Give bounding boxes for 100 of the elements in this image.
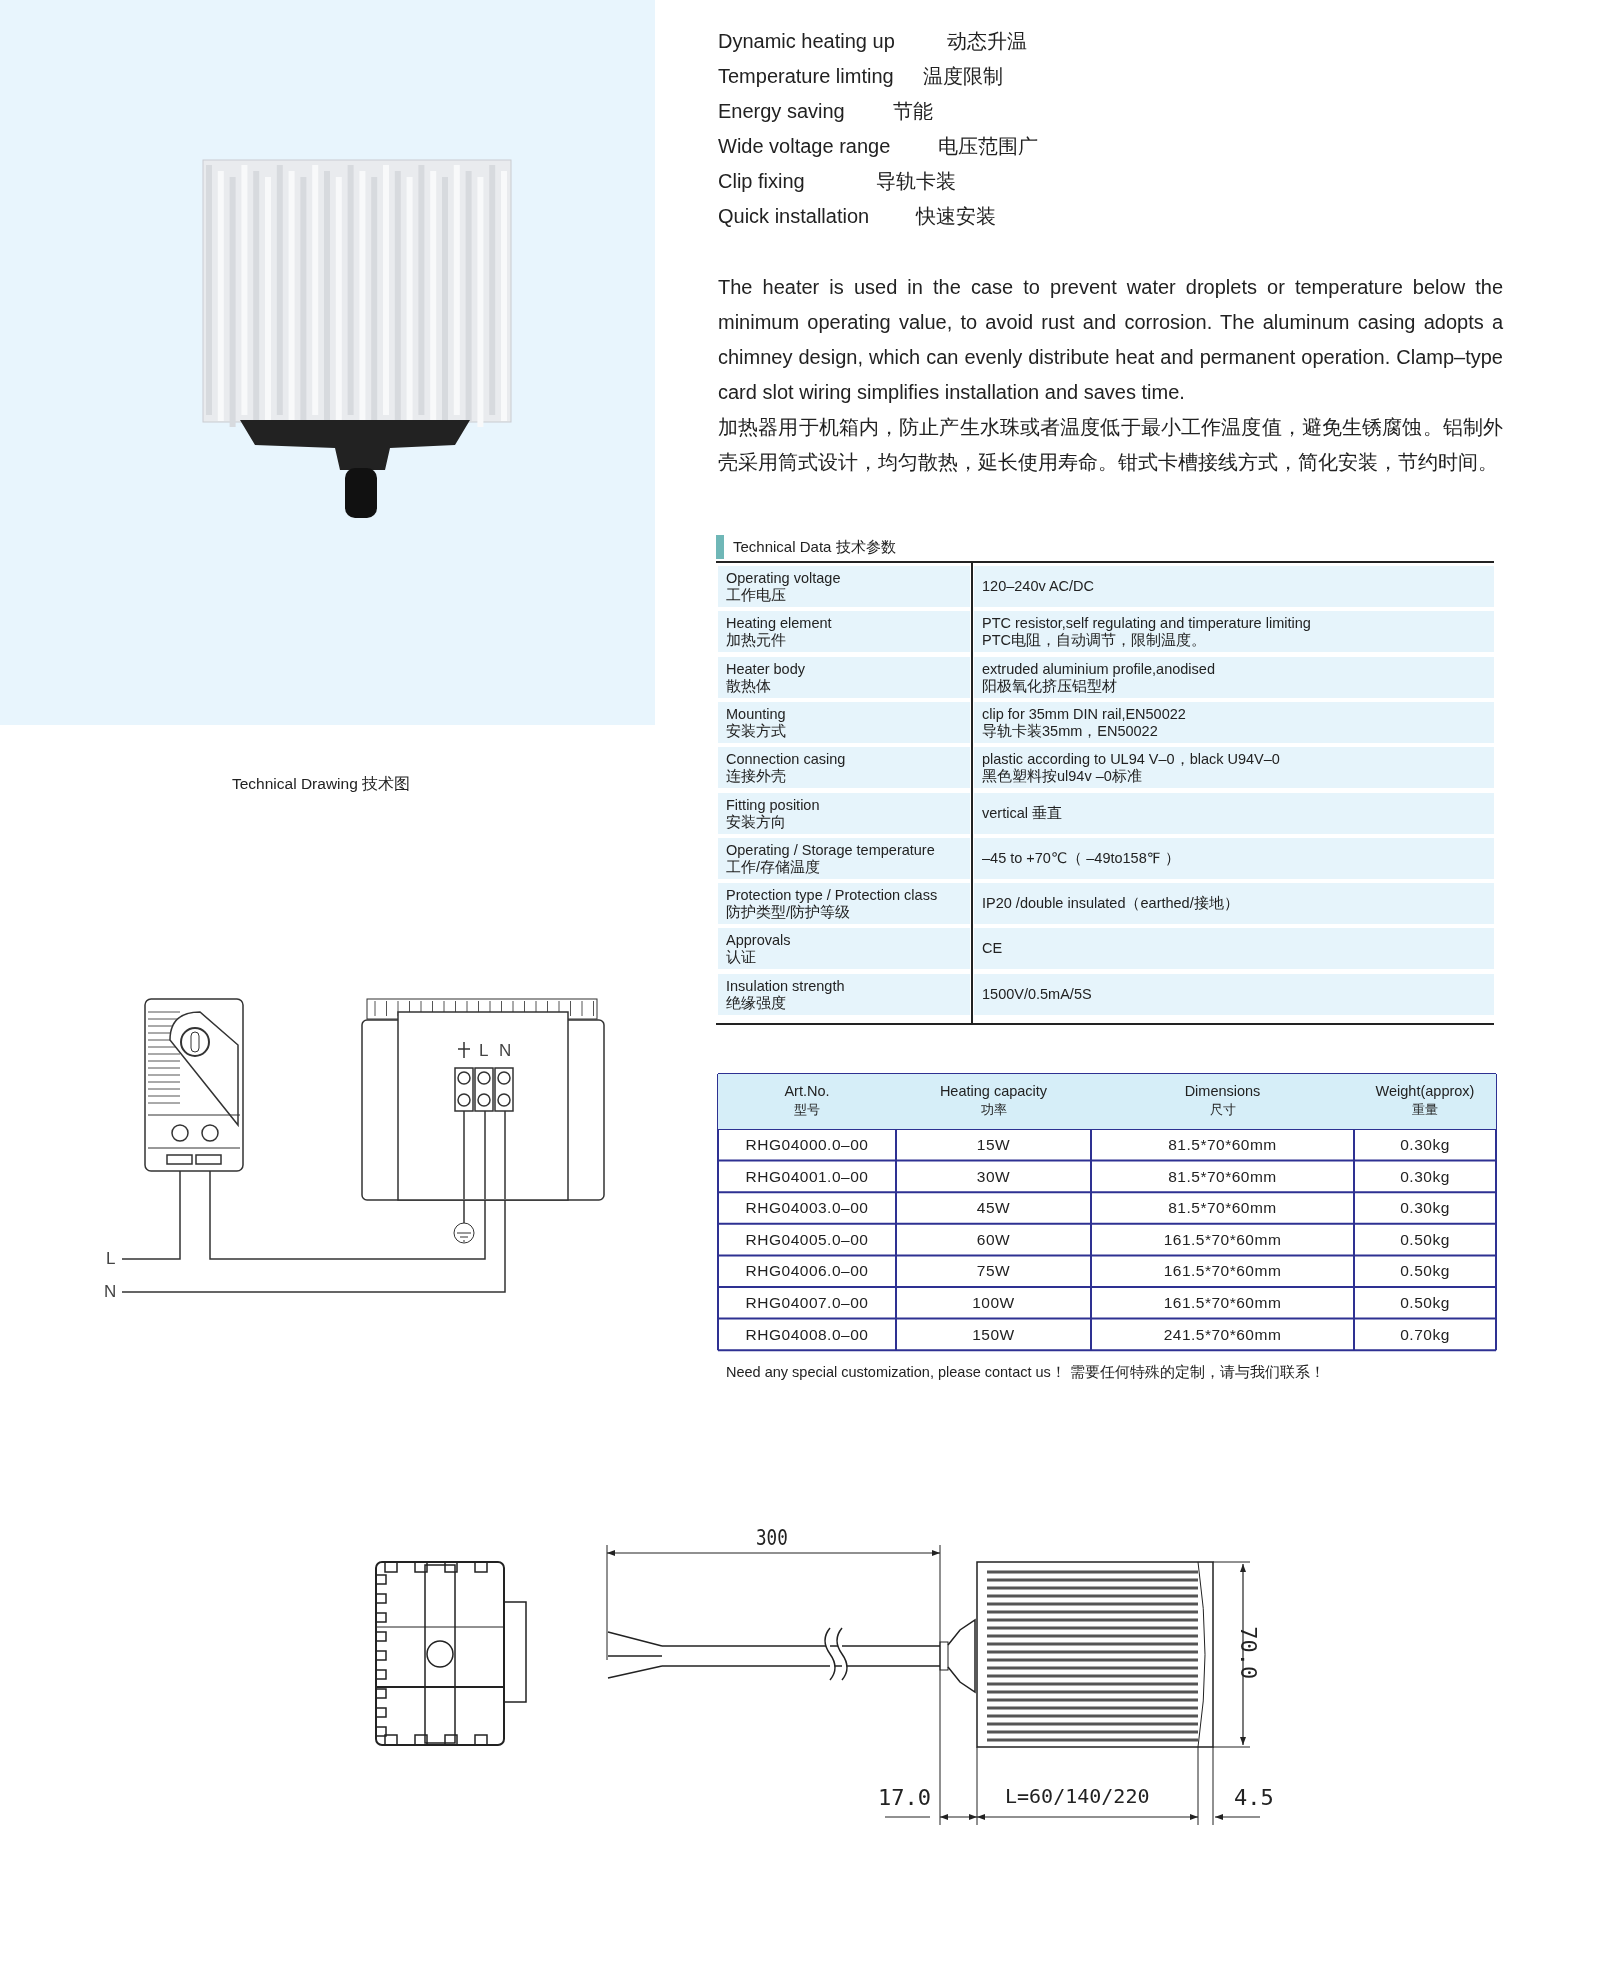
dimension-label: 4.5 (1234, 1785, 1274, 1811)
table-cell-text: RHG04003.0–00 (744, 1199, 870, 1217)
feature-label: Dynamic heating up (718, 30, 895, 53)
column-header: Heating capacity (938, 1083, 1049, 1100)
spec-label: Mounting (726, 705, 786, 723)
table-cell-text: 15W (975, 1136, 1012, 1154)
table-cell-text: 150W (971, 1325, 1016, 1344)
feature-label: Wide voltage range (718, 135, 891, 158)
table-cell-text: 161.5*70*60mm (1162, 1294, 1283, 1312)
spec-value: vertical 垂直 (982, 804, 1062, 822)
spec-label: 散热体 (726, 677, 771, 695)
table-cell-text: 161.5*70*60mm (1162, 1262, 1283, 1281)
spec-label: 安装方式 (726, 722, 786, 740)
spec-value: 1500V/0.5mA/5S (982, 985, 1092, 1003)
spec-label: 认证 (726, 949, 756, 967)
table-cell-text: 81.5*70*60mm (1167, 1167, 1278, 1186)
feature-label: 电压范围广 (938, 135, 1038, 158)
dimension-label: L=60/140/220 (1005, 1785, 1150, 1808)
feature-label: 导轨卡装 (876, 170, 956, 193)
spec-label: 工作电压 (726, 587, 786, 604)
feature-label: 动态升温 (947, 30, 1027, 53)
spec-value: 导轨卡装35mm，EN50022 (982, 722, 1158, 740)
column-header: 功率 (979, 1103, 1008, 1118)
spec-label: Protection type / Protection class (726, 887, 938, 904)
table-cell-text: 0.50kg (1399, 1262, 1451, 1281)
column-header: 重量 (1411, 1103, 1439, 1118)
table-cell-text: 60W (975, 1230, 1012, 1249)
spec-label: Approvals (726, 932, 791, 950)
wire (463, 1199, 465, 1224)
wire (121, 1170, 181, 1260)
spec-label: 连接外壳 (726, 768, 786, 785)
column-header: 型号 (793, 1103, 821, 1118)
wire-label: L (106, 1249, 116, 1269)
table-cell-text: 0.70kg (1399, 1325, 1451, 1344)
description-paragraph: 加热器用于机箱内，防止产生水珠或者温度低于最小工作温度值，避免生锈腐蚀。铝制外壳采用筒式设计，均匀散热，延长使用寿命。钳式卡槽接线方式，简化安装，节约时间。 (718, 415, 1503, 475)
terminal-label: L (479, 1041, 489, 1061)
wire-label: N (104, 1282, 117, 1302)
spec-value: IP20 /double insulated（earthed/接地） (982, 895, 1239, 912)
feature-label: Energy saving (718, 100, 845, 123)
spec-value: 黑色塑料按ul94v –0标准 (982, 768, 1142, 785)
table-cell-text: RHG04007.0–00 (744, 1294, 870, 1312)
spec-label: 加热元件 (726, 632, 786, 649)
ground-symbol-icon (453, 1222, 475, 1244)
spec-label: Insulation strength (726, 977, 845, 995)
drawing-caption: Technical Drawing 技术图 (232, 775, 411, 793)
feature-label: 温度限制 (923, 65, 1003, 88)
feature-label: Quick installation (718, 205, 870, 228)
table-cell-text: 161.5*70*60mm (1162, 1230, 1283, 1249)
heater-drawing (361, 998, 605, 1201)
table-cell-text: RHG04000.0–00 (744, 1136, 870, 1154)
column-header: Weight(approx) (1374, 1083, 1476, 1100)
spec-value: PTC电阻，自动调节，限制温度。 (982, 632, 1206, 649)
spec-label: 安装方向 (726, 813, 786, 831)
table-cell-text: 75W (975, 1262, 1012, 1281)
spec-value: 阳极氧化挤压铝型材 (982, 677, 1117, 695)
section-heading: Technical Data 技术参数 (733, 538, 896, 556)
dimension-label: 17.0 (878, 1785, 931, 1811)
spec-label: 防护类型/防护等级 (726, 904, 851, 921)
table-cell-text: 30W (975, 1167, 1012, 1186)
feature-label: 快速安装 (916, 205, 996, 228)
spec-value: 120–240v AC/DC (982, 578, 1095, 595)
thermostat-drawing (144, 998, 244, 1172)
feature-label: 节能 (893, 100, 933, 123)
spec-label: Heater body (726, 660, 805, 678)
column-header: Dimensions (1183, 1083, 1262, 1100)
table-cell-text: 81.5*70*60mm (1167, 1199, 1278, 1217)
spec-label: Operating voltage (726, 570, 841, 587)
spec-value: –45 to +70℃（ –49to158℉ ） (982, 849, 1180, 867)
spec-value: PTC resistor,self regulating and timperature limiting (982, 615, 1311, 632)
spec-label: 工作/存储温度 (726, 858, 821, 876)
table-cell-text: 81.5*70*60mm (1167, 1136, 1278, 1154)
feature-label: Clip fixing (718, 170, 805, 193)
table-cell-text: RHG04008.0–00 (744, 1325, 870, 1344)
spec-label: Fitting position (726, 796, 820, 814)
spec-value: extruded aluminium profile,anodised (982, 660, 1215, 678)
table-cell-text: RHG04006.0–00 (744, 1262, 870, 1281)
spec-value: plastic according to UL94 V–0，black U94V–0 (982, 751, 1280, 768)
dimension-label: 70.0 (1235, 1626, 1262, 1680)
table-cell-text: 100W (971, 1294, 1016, 1312)
description-paragraph: The heater is used in the case to prevent water droplets or temperature below the minimum operating value, to avoid rust and corrosion. The aluminum casing adopts a chimney design, which can evenly distribute heat and permanent operation. Clamp–type card slot wiring simplifies installation and saves time. (718, 275, 1503, 405)
spec-label: Connection casing (726, 751, 846, 768)
wire (121, 1199, 506, 1293)
column-header: Art.No. (783, 1083, 831, 1100)
table-cell-text: 0.30kg (1399, 1136, 1451, 1154)
spec-label: Heating element (726, 615, 832, 632)
spec-label: 绝缘强度 (726, 994, 786, 1012)
table-cell-text: 45W (975, 1199, 1012, 1217)
spec-value: CE (982, 940, 1003, 958)
table-cell-text: 0.50kg (1399, 1294, 1451, 1312)
terminal-label: N (499, 1041, 512, 1061)
spec-value: clip for 35mm DIN rail,EN50022 (982, 705, 1186, 723)
footnote: Need any special customization, please contact us！ 需要任何特殊的定制，请与我们联系！ (726, 1364, 1325, 1381)
column-header: 尺寸 (1208, 1103, 1237, 1118)
table-cell-text: 0.50kg (1399, 1230, 1451, 1249)
table-cell-text: 241.5*70*60mm (1162, 1325, 1283, 1344)
spec-label: Operating / Storage temperature (726, 841, 935, 859)
dimension-label: 300 (755, 1525, 788, 1551)
wire (209, 1170, 486, 1260)
table-cell-text: 0.30kg (1399, 1167, 1451, 1186)
table-cell-text: 0.30kg (1399, 1199, 1451, 1217)
